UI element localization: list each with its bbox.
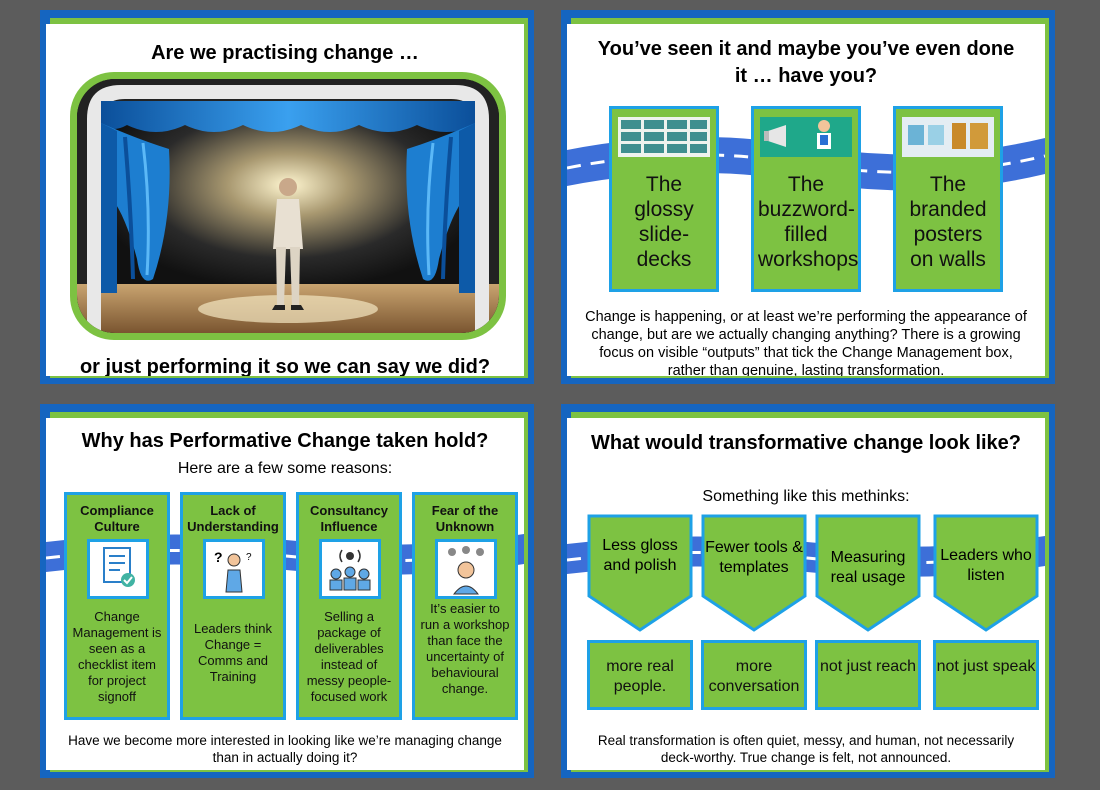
slide-2-title-line-1: You’ve seen it and maybe you’ve even don… <box>597 38 1015 60</box>
reason-text: Change Management is seen as a checklist… <box>72 609 162 704</box>
reason-fear-of-unknown: Fear of the Unknown It’s easier to run a… <box>412 492 518 720</box>
card-text: The buzzword- filled workshops <box>758 173 859 271</box>
broadcast-group-icon <box>319 539 381 599</box>
reason-text: It’s easier to run a workshop than face … <box>420 601 510 696</box>
card-glossy-slide-decks: The glossy slide- decks <box>609 106 719 292</box>
card-text: The branded posters on walls <box>909 173 987 271</box>
slide-4[interactable]: What would transformative change look li… <box>561 404 1055 778</box>
confused-person-icon: ? ? <box>203 539 265 599</box>
slide-1-canvas: Are we practising change … <box>46 24 524 376</box>
reason-text: Selling a package of deliverables instea… <box>306 609 392 704</box>
slide-4-footer: Real transformation is often quiet, mess… <box>597 733 1015 765</box>
card-buzzword-workshops: The buzzword- filled workshops <box>751 106 861 292</box>
slide-4-title: What would transformative change look li… <box>590 432 1022 454</box>
reason-lack-of-understanding: Lack of Understanding ? ? Leaders think … <box>180 492 286 720</box>
posters-wall-icon <box>902 117 994 157</box>
slide-4-canvas: What would transformative change look li… <box>567 418 1045 770</box>
worried-person-icon <box>435 539 497 599</box>
theatre-stage-illustration <box>77 79 499 333</box>
reason-heading: Consultancy Influence <box>309 503 388 534</box>
slide-3-subtitle: Here are a few some reasons: <box>177 460 393 477</box>
slide-3-canvas: Why has Performative Change taken hold? … <box>46 418 524 770</box>
more-item: more real people. <box>606 658 674 695</box>
slide-4-subtitle: Something like this methinks: <box>702 488 910 505</box>
more-box: not just speak <box>933 640 1039 710</box>
reason-heading: Fear of the Unknown <box>431 503 499 534</box>
slide-1-caption: or just performing it so we can say we d… <box>79 356 491 376</box>
less-item: Fewer tools & templates <box>705 539 803 576</box>
svg-text:?: ? <box>246 552 252 563</box>
slide-2-title: You’ve seen it and maybe you’ve even don… <box>567 36 1045 90</box>
slide-3-footer: Have we become more interested in lookin… <box>68 733 502 765</box>
slide-2-canvas: You’ve seen it and maybe you’ve even don… <box>567 24 1045 376</box>
reason-compliance-culture: Compliance Culture Change Management is … <box>64 492 170 720</box>
slide-1[interactable]: Are we practising change … <box>40 10 534 384</box>
slide-2-body: Change is happening, or at least we’re p… <box>585 309 1027 376</box>
reason-heading: Lack of Understanding <box>187 503 279 534</box>
less-item: Less gloss and polish <box>602 537 678 574</box>
less-arrows <box>587 514 1039 632</box>
less-item: Leaders who listen <box>940 547 1032 584</box>
less-item: Measuring real usage <box>830 549 906 586</box>
megaphone-presenter-icon <box>760 117 852 157</box>
more-box: not just reach <box>815 640 921 710</box>
reason-text: Leaders think Change = Comms and Trainin… <box>193 621 273 684</box>
card-branded-posters: The branded posters on walls <box>893 106 1003 292</box>
slide-deck-thumbnails-icon <box>618 117 710 157</box>
more-box: more conversation <box>701 640 807 710</box>
stage-image-frame <box>70 72 506 340</box>
more-item: not just reach <box>819 658 917 675</box>
slide-2-title-line-2: it … have you? <box>734 65 878 87</box>
slide-2[interactable]: You’ve seen it and maybe you’ve even don… <box>561 10 1055 384</box>
slide-1-title: Are we practising change … <box>151 42 419 64</box>
more-item: more conversation <box>708 658 800 695</box>
slide-3-title: Why has Performative Change taken hold? <box>81 430 489 452</box>
checklist-icon <box>87 539 149 599</box>
slide-3[interactable]: Why has Performative Change taken hold? … <box>40 404 534 778</box>
svg-text:?: ? <box>214 549 223 565</box>
reason-consultancy-influence: Consultancy Influence Selling a package … <box>296 492 402 720</box>
stage-image <box>77 79 499 333</box>
more-box: more real people. <box>587 640 693 710</box>
reason-heading: Compliance Culture <box>80 503 154 534</box>
card-text: The glossy slide- decks <box>634 173 694 271</box>
more-item: not just speak <box>936 658 1036 675</box>
